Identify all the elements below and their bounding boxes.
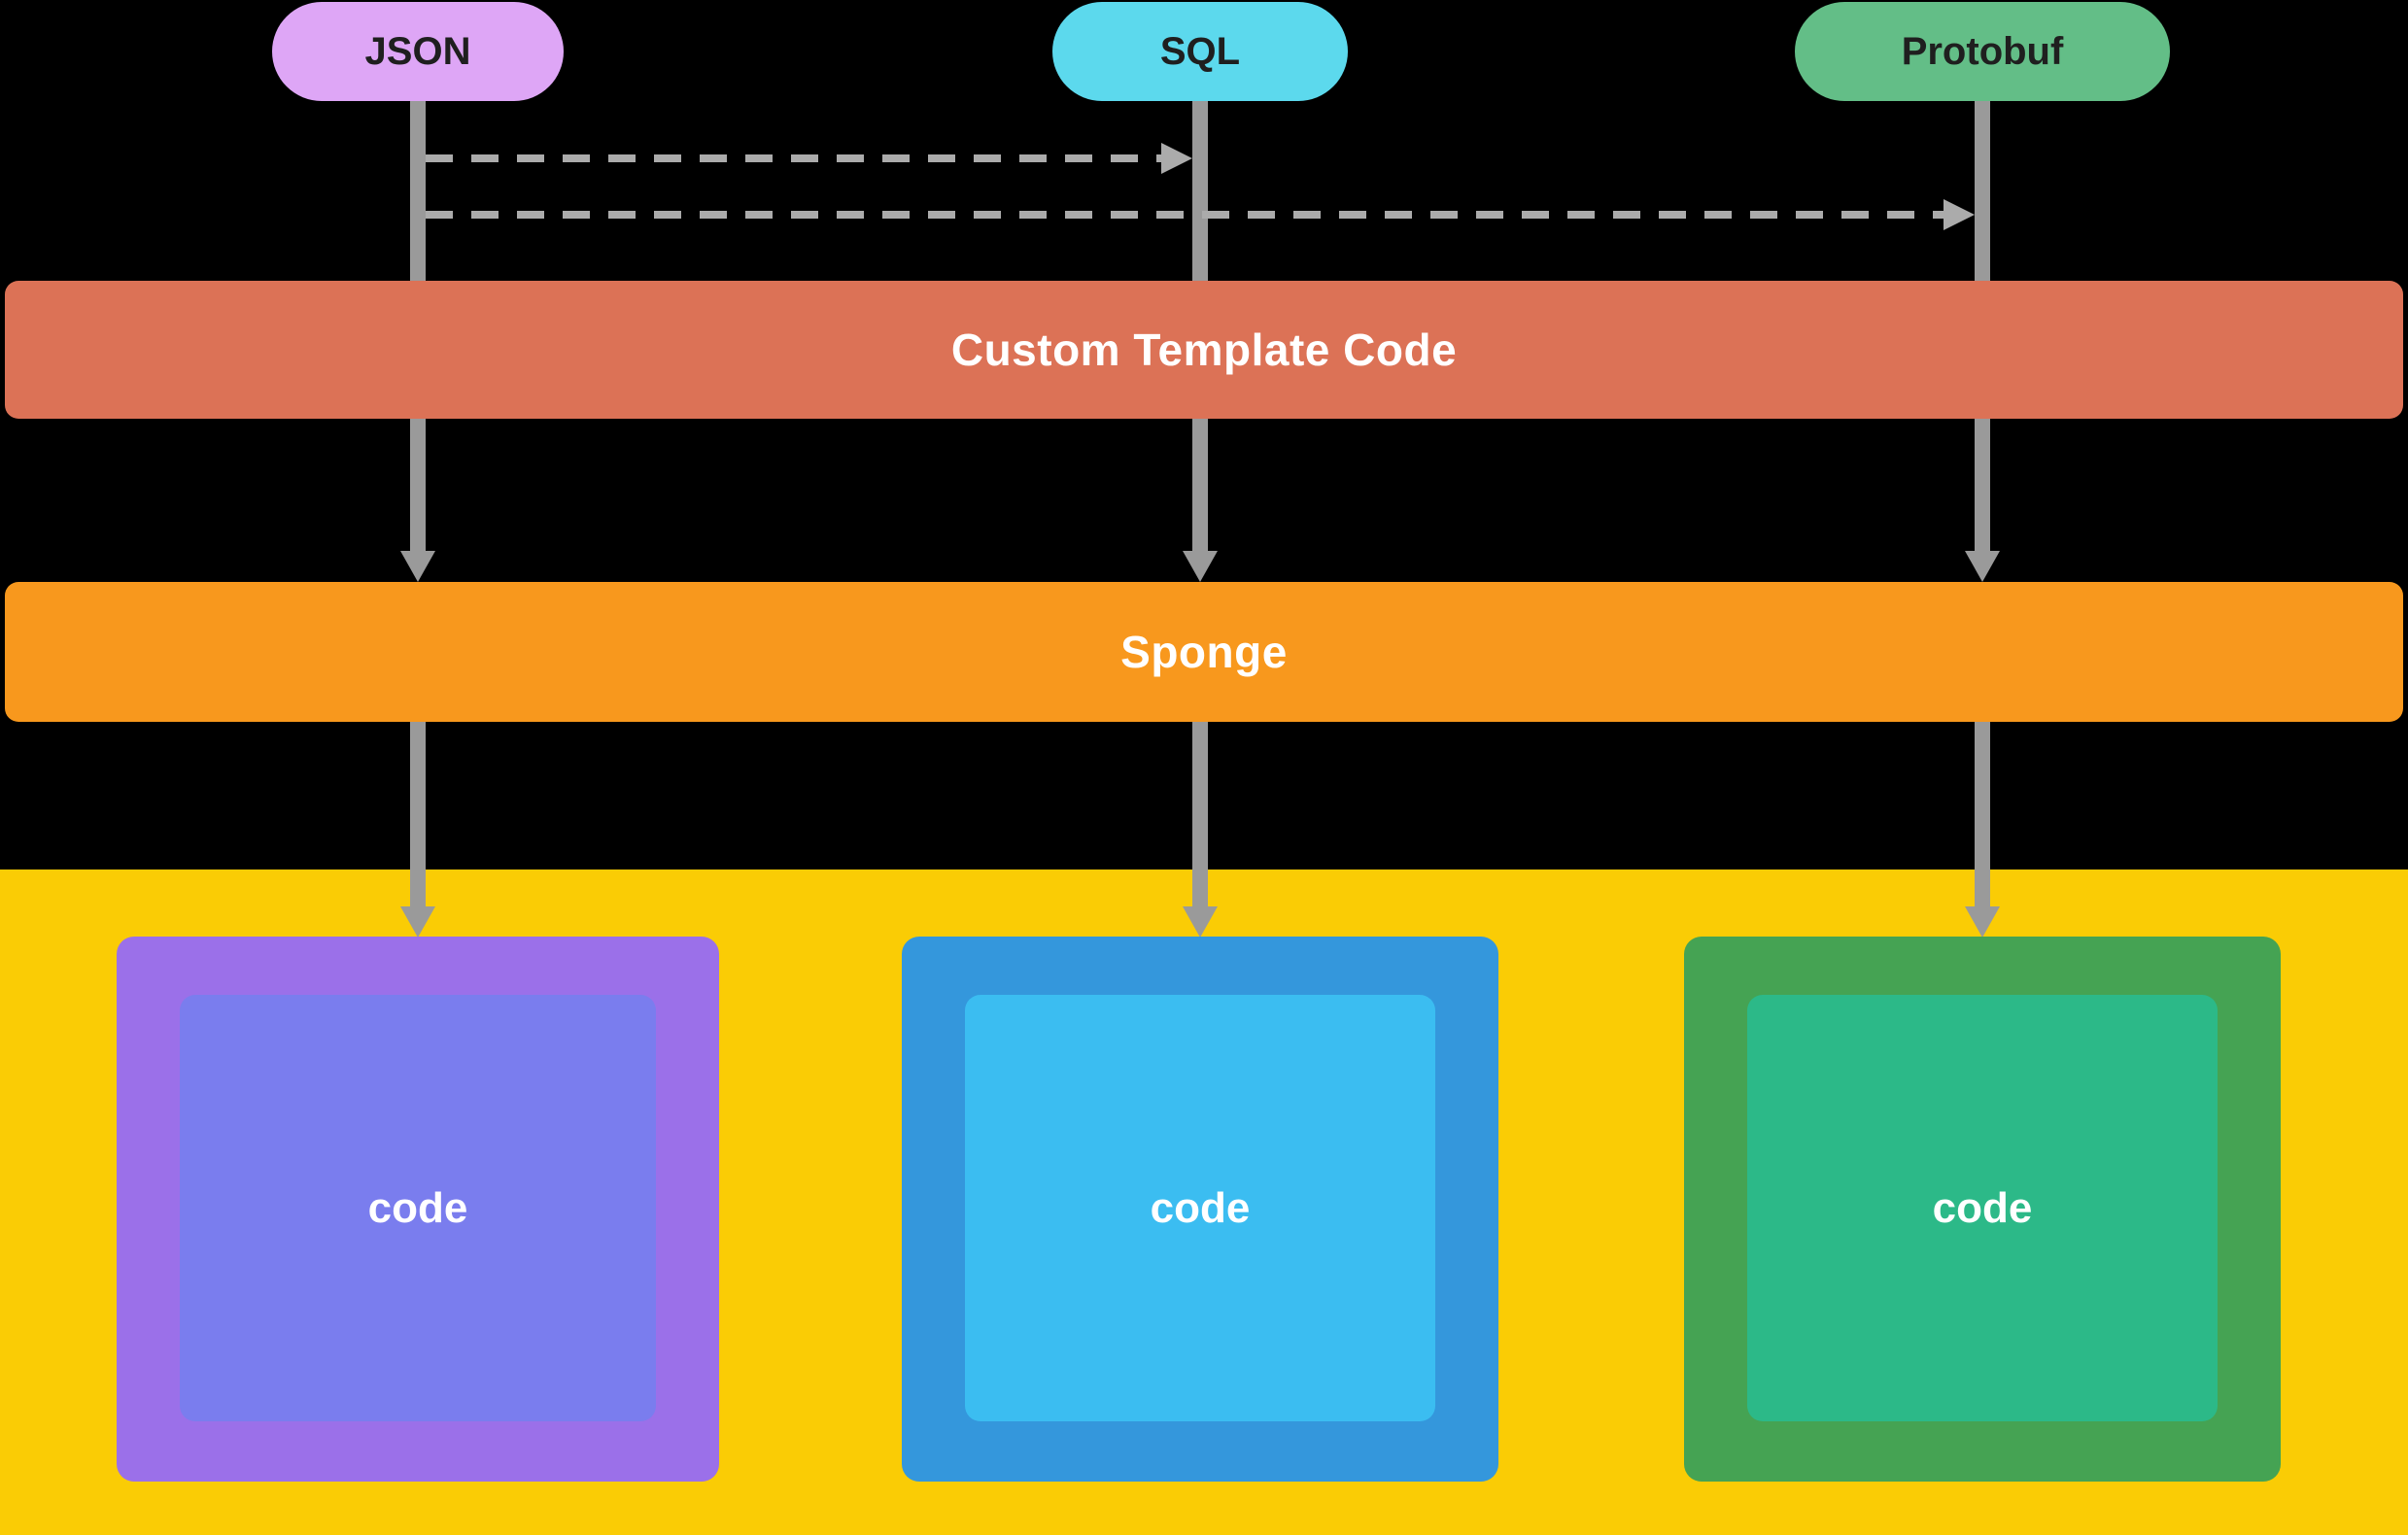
- code-output-box-protobuf: code: [1684, 937, 2281, 1482]
- code-output-box-json: code: [117, 937, 719, 1482]
- source-node-protobuf: Protobuf: [1795, 2, 2170, 101]
- flow-line-sql-to-template: [1192, 99, 1208, 282]
- dashed-link-json-to-protobuf: [426, 211, 1944, 219]
- dashed-link-json-to-sql: [426, 154, 1161, 162]
- layer-sponge: Sponge: [5, 582, 2403, 722]
- flow-line-json-to-template: [410, 99, 426, 282]
- code-output-inner-sql: code: [965, 995, 1435, 1421]
- flow-line-template-to-sponge-json: [410, 419, 426, 553]
- source-node-sql: SQL: [1052, 2, 1348, 101]
- code-output-box-sql: code: [902, 937, 1498, 1482]
- flow-line-sponge-to-code-sql: [1192, 722, 1208, 908]
- arrowhead-right-icon: [1161, 143, 1192, 174]
- arrowhead-right-icon: [1944, 199, 1975, 230]
- flow-line-template-to-sponge-sql: [1192, 419, 1208, 553]
- flow-line-sponge-to-code-protobuf: [1975, 722, 1990, 908]
- flow-line-template-to-sponge-protobuf: [1975, 419, 1990, 553]
- layer-custom-template-code: Custom Template Code: [5, 281, 2403, 419]
- arrowhead-down-icon: [1183, 551, 1218, 582]
- arrowhead-down-icon: [1965, 551, 2000, 582]
- arrowhead-down-icon: [400, 551, 435, 582]
- code-output-inner-protobuf: code: [1747, 995, 2218, 1421]
- flow-line-sponge-to-code-json: [410, 722, 426, 908]
- flow-line-protobuf-to-template: [1975, 99, 1990, 282]
- source-node-json: JSON: [272, 2, 564, 101]
- code-output-inner-json: code: [180, 995, 656, 1421]
